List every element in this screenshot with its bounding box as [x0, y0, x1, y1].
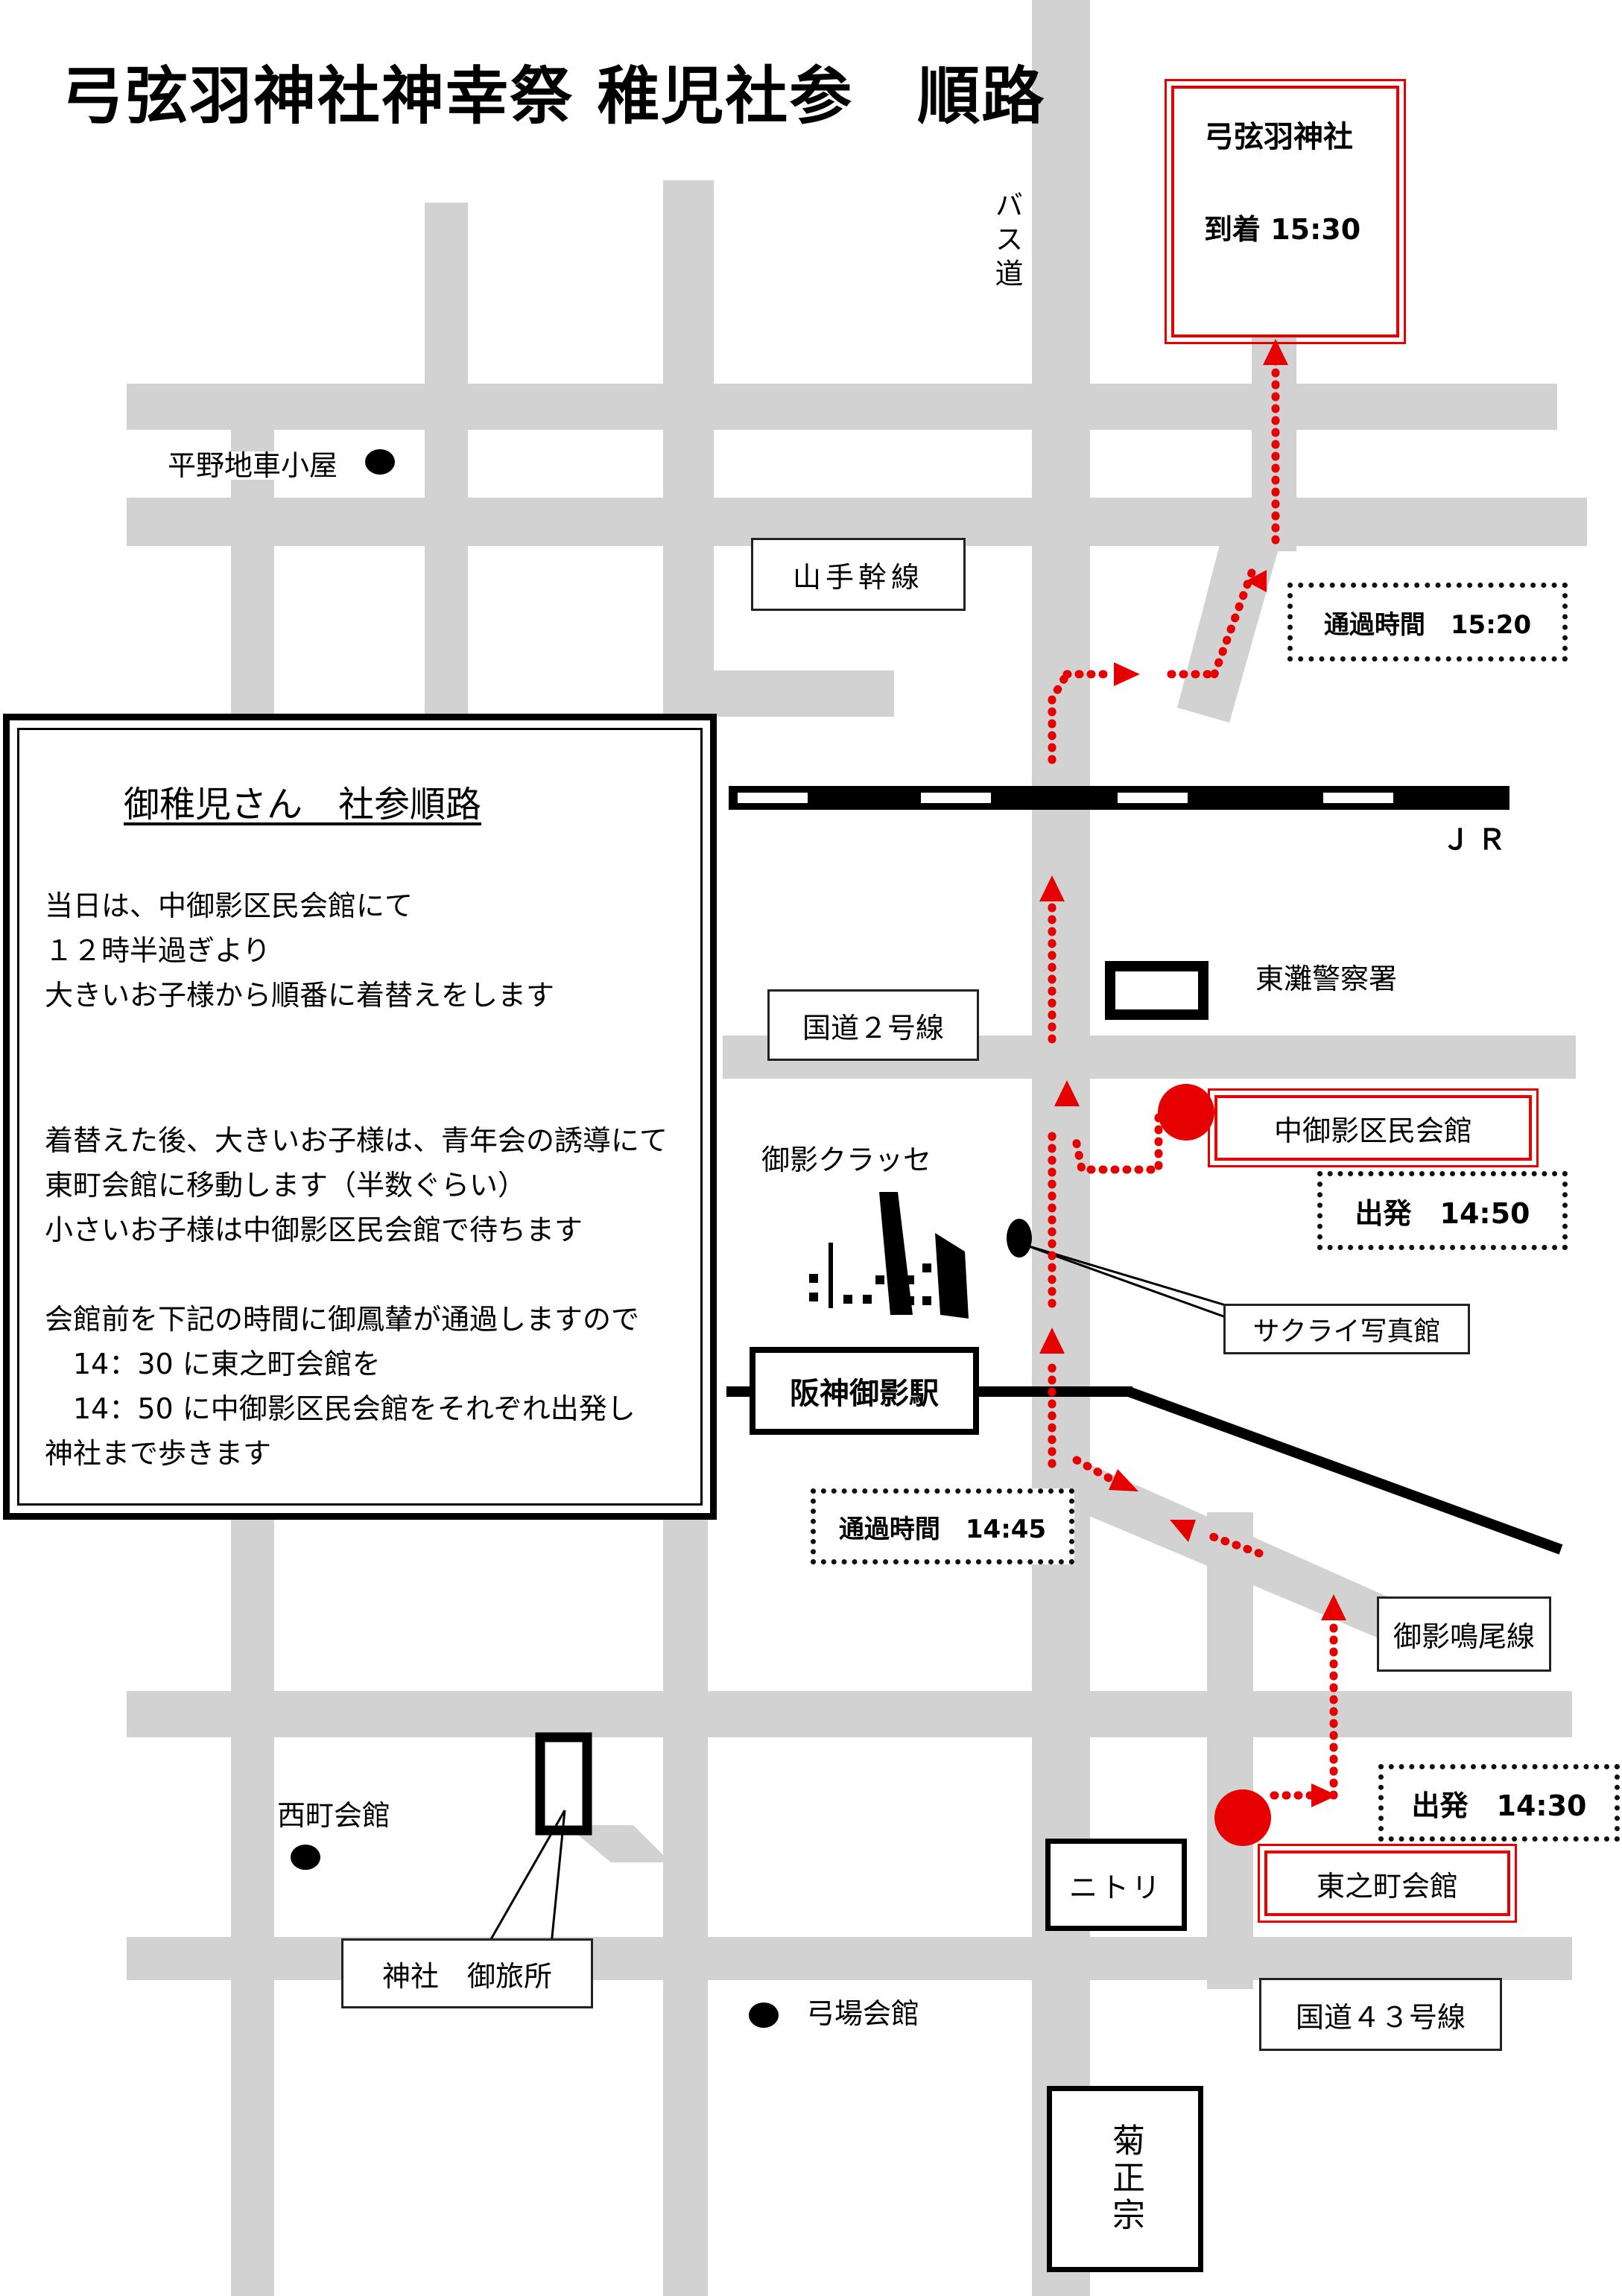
- otabisho-label-box: 神社 御旅所: [341, 1938, 593, 2008]
- arrowhead: [1321, 1594, 1346, 1620]
- yumiba-hall-label: 弓場会館: [806, 1997, 920, 2030]
- jr-track-gap: [738, 793, 808, 803]
- arrowhead: [1054, 1080, 1080, 1106]
- police-station-building: [1105, 961, 1208, 1020]
- jr-track-gap: [1118, 793, 1188, 803]
- explanation-line: 着替えた後、大きいお子様は、青年会の誘導にて: [45, 1124, 668, 1157]
- pass-time-1445-label: 通過時間 14:45: [838, 1514, 1047, 1544]
- mikage-classe-label: 御影クラッセ: [761, 1144, 932, 1176]
- explanation-line: 大きいお子様から順番に着替えをします: [45, 979, 555, 1012]
- jr-label: ＪＲ: [1442, 823, 1514, 856]
- naka-mikage-hall-label-box: 中御影区民会館: [1208, 1088, 1539, 1167]
- higashinomachi-hall-label-box: 東之町会館: [1258, 1844, 1517, 1923]
- road-vertical: [1207, 1512, 1253, 1989]
- nitori-label-box: ニトリ: [1045, 1839, 1187, 1931]
- explanation-line: 小さいお子様は中御影区民会館で待ちます: [45, 1214, 583, 1246]
- arrowhead: [1109, 1469, 1138, 1491]
- arrowhead: [1039, 875, 1065, 901]
- explanation-box: 御稚児さん 社参順路 当日は、中御影区民会館にて １２時半過ぎより 大きいお子様…: [3, 714, 717, 1520]
- road-bus-road: [1032, 0, 1090, 2296]
- arrowhead: [1263, 339, 1288, 365]
- road-vertical: [663, 1512, 708, 2296]
- mikage-classe-building-icon: [809, 1192, 969, 1319]
- shrine-name: 弓弦羽神社: [1204, 120, 1353, 154]
- jr-railway: [729, 786, 1509, 810]
- sakurai-photo-label-box: サクライ写真館: [1223, 1304, 1470, 1354]
- explanation-line: 東町会館に移動します（半数ぐらい）: [45, 1169, 527, 1202]
- procession-route: [1048, 355, 1338, 1800]
- explanation-inner-frame: 御稚児さん 社参順路 当日は、中御影区民会館にて １２時半過ぎより 大きいお子様…: [17, 728, 703, 1506]
- sakurai-photo-label: サクライ写真館: [1252, 1316, 1441, 1347]
- mikage-naruo-label-box: 御影鳴尾線: [1377, 1596, 1551, 1672]
- jr-track-gap: [1323, 793, 1393, 803]
- route2-label: 国道２号線: [802, 1011, 944, 1044]
- kikumasamune-label-box: 菊正宗: [1047, 2086, 1203, 2272]
- otabisho-callout-line: [487, 1810, 566, 1945]
- road-diagonal: [566, 1825, 671, 1862]
- arrowhead: [1114, 662, 1140, 686]
- depart-1450-box: 出発 14:50: [1317, 1171, 1568, 1250]
- road-vertical: [425, 203, 468, 754]
- kikumasamune-label: 菊正宗: [1106, 2123, 1144, 2235]
- hanshin-station-box: 阪神御影駅: [750, 1347, 979, 1435]
- higashinomachi-start-marker: [1214, 1789, 1271, 1846]
- road-horizontal: [127, 1691, 1572, 1737]
- police-station-label: 東灘警察署: [1255, 963, 1398, 995]
- bus-road-label: バス道: [990, 190, 1023, 293]
- higashinomachi-hall-label: 東之町会館: [1316, 1869, 1458, 1903]
- depart-1430-box: 出発 14:30: [1378, 1764, 1620, 1842]
- explanation-line: 当日は、中御影区民会館にて: [45, 889, 414, 922]
- arrowhead: [1039, 1328, 1065, 1354]
- hanshin-track: [1127, 1386, 1563, 1555]
- nishimachi-hall-label: 西町会館: [277, 1799, 391, 1832]
- explanation-line: １２時半過ぎより: [45, 934, 271, 967]
- depart-1450-label: 出発 14:50: [1355, 1196, 1530, 1230]
- yamate-kansen-label: 山手幹線: [792, 560, 924, 594]
- explanation-line: 会館前を下記の時間に御鳳輦が通過しますので: [45, 1303, 640, 1336]
- shrine-destination-box: 弓弦羽神社 到着 15:30: [1165, 79, 1406, 344]
- road-vertical: [663, 180, 714, 724]
- route-segment: [1072, 1456, 1115, 1483]
- route43-label: 国道４３号線: [1295, 2000, 1466, 2034]
- route-segment: [1070, 1113, 1163, 1174]
- hirano-shed-label: 平野地車小屋: [168, 449, 338, 482]
- nishimachi-hall-marker: [291, 1845, 320, 1870]
- route-segment: [1203, 1530, 1264, 1558]
- pass-time-1520-box: 通過時間 15:20: [1287, 583, 1568, 662]
- sakurai-photo-marker: [1007, 1219, 1032, 1258]
- arrowhead: [1246, 570, 1267, 592]
- jr-track-gap: [921, 793, 991, 803]
- otabisho-label: 神社 御旅所: [381, 1959, 552, 1993]
- yamate-kansen-label-box: 山手幹線: [751, 538, 966, 611]
- depart-1430-label: 出発 14:30: [1411, 1789, 1587, 1822]
- arrowhead: [1170, 1520, 1196, 1542]
- naka-mikage-start-marker: [1158, 1084, 1214, 1141]
- hanshin-station-label: 阪神御影駅: [790, 1377, 939, 1411]
- route-arrowheads: [1039, 339, 1346, 1807]
- route-segment: [1048, 670, 1071, 764]
- hirano-shed-marker: [365, 449, 395, 475]
- road-horizontal: [127, 384, 1557, 430]
- yumiba-hall-marker: [749, 2002, 779, 2028]
- naka-mikage-hall-label: 中御影区民会館: [1273, 1114, 1472, 1147]
- pass-time-1520-label: 通過時間 15:20: [1323, 609, 1532, 640]
- route43-label-box: 国道４３号線: [1259, 1978, 1502, 2051]
- route2-label-box: 国道２号線: [767, 989, 979, 1061]
- shrine-arrival-time: 到着 15:30: [1204, 213, 1361, 246]
- explanation-line: 神社まで歩きます: [45, 1437, 272, 1470]
- mikage-naruo-label: 御影鳴尾線: [1393, 1620, 1535, 1653]
- explanation-line: 14：30 に東之町会館を: [45, 1348, 381, 1380]
- otabisho-callout-line: [550, 1810, 566, 1945]
- nitori-label: ニトリ: [1068, 1871, 1163, 1904]
- page-title: 弓弦羽神社神幸祭 稚児社参 順路: [61, 60, 1046, 133]
- pass-time-1445-box: 通過時間 14:45: [811, 1488, 1074, 1564]
- arrowhead: [1311, 1783, 1337, 1807]
- explanation-line: 14：50 に中御影区民会館をそれぞれ出発し: [45, 1392, 636, 1425]
- explanation-heading: 御稚児さん 社参順路: [124, 784, 482, 825]
